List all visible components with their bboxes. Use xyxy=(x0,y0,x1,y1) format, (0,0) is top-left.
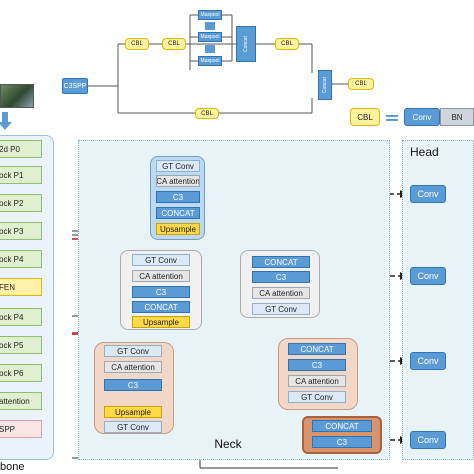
c3spp-concat-2: Concat xyxy=(318,70,332,100)
top-gt-conv: GT Conv xyxy=(156,160,200,172)
bottom-c3: C3 xyxy=(312,436,372,448)
c3spp-cbl-2: CBL xyxy=(162,38,186,50)
lowright-c3: C3 xyxy=(288,359,346,371)
top-ca-attention: CA attention xyxy=(156,175,200,187)
legend-bn: BN xyxy=(440,108,474,126)
neck-label: Neck xyxy=(214,437,242,451)
legend-conv: Conv xyxy=(404,108,440,126)
backbone-item-attention: attention xyxy=(0,392,42,410)
lowleft-upsample: Upsample xyxy=(104,406,162,418)
maxpool-1: Maxpool xyxy=(198,10,222,20)
head-conv-4: Conv xyxy=(410,431,446,449)
midleft-concat: CONCAT xyxy=(132,301,190,313)
c3spp-cbl-1: CBL xyxy=(125,38,149,50)
lowleft-ca-attention: CA attention xyxy=(104,361,162,373)
midleft-ca-attention: CA attention xyxy=(132,270,190,282)
input-image xyxy=(0,84,34,108)
c3spp-title: C3SPP xyxy=(62,78,88,94)
backbone-item-p2: ock P2 xyxy=(0,194,42,212)
lowleft-gt-conv-1: GT Conv xyxy=(104,345,162,357)
c3spp-cbl-5: CBL xyxy=(195,108,219,119)
head-label: Head xyxy=(410,145,439,159)
backbone-label: bone xyxy=(0,461,25,473)
midleft-c3: C3 xyxy=(132,286,190,298)
head-conv-3: Conv xyxy=(410,352,446,370)
c3spp-cbl-3: CBL xyxy=(275,38,299,50)
top-c3: C3 xyxy=(156,191,200,203)
midright-concat: CONCAT xyxy=(252,256,310,268)
maxpool-3: Maxpool xyxy=(198,56,222,66)
head-conv-2: Conv xyxy=(410,267,446,285)
top-upsample: Upsample xyxy=(156,223,200,235)
backbone-item-p4a: ock P4 xyxy=(0,250,42,268)
midright-gt-conv: GT Conv xyxy=(252,303,310,315)
backbone-item-p3: ock P3 xyxy=(0,222,42,240)
maxpool-2: Maxpool xyxy=(198,32,222,42)
backbone-item-p4b: ock P4 xyxy=(0,308,42,326)
bottom-concat: CONCAT xyxy=(312,420,372,432)
backbone-item-p0: 2d P0 xyxy=(0,140,42,158)
head-conv-1: Conv xyxy=(410,185,446,203)
lowleft-gt-conv-2: GT Conv xyxy=(104,421,162,433)
backbone-item-fen: FEN xyxy=(0,278,42,296)
maxpool-group-dot xyxy=(205,22,215,30)
midleft-gt-conv: GT Conv xyxy=(132,254,190,266)
maxpool-group-dot-2 xyxy=(205,45,215,53)
midleft-upsample: Upsample xyxy=(132,316,190,328)
lowright-ca-attention: CA attention xyxy=(288,375,346,387)
lowleft-c3: C3 xyxy=(104,379,162,391)
backbone-item-p6: ock P6 xyxy=(0,364,42,382)
legend-cbl: CBL xyxy=(350,108,380,126)
c3spp-cbl-4: CBL xyxy=(348,78,374,90)
backbone-item-spp: SPP xyxy=(0,420,42,438)
midright-ca-attention: CA attention xyxy=(252,287,310,299)
lowright-concat: CONCAT xyxy=(288,343,346,355)
top-concat: CONCAT xyxy=(156,207,200,219)
c3spp-concat-1: Concat xyxy=(236,26,256,62)
lowright-gt-conv: GT Conv xyxy=(288,391,346,403)
midright-c3: C3 xyxy=(252,271,310,283)
backbone-item-p5: ock P5 xyxy=(0,336,42,354)
backbone-item-p1: ock P1 xyxy=(0,166,42,184)
